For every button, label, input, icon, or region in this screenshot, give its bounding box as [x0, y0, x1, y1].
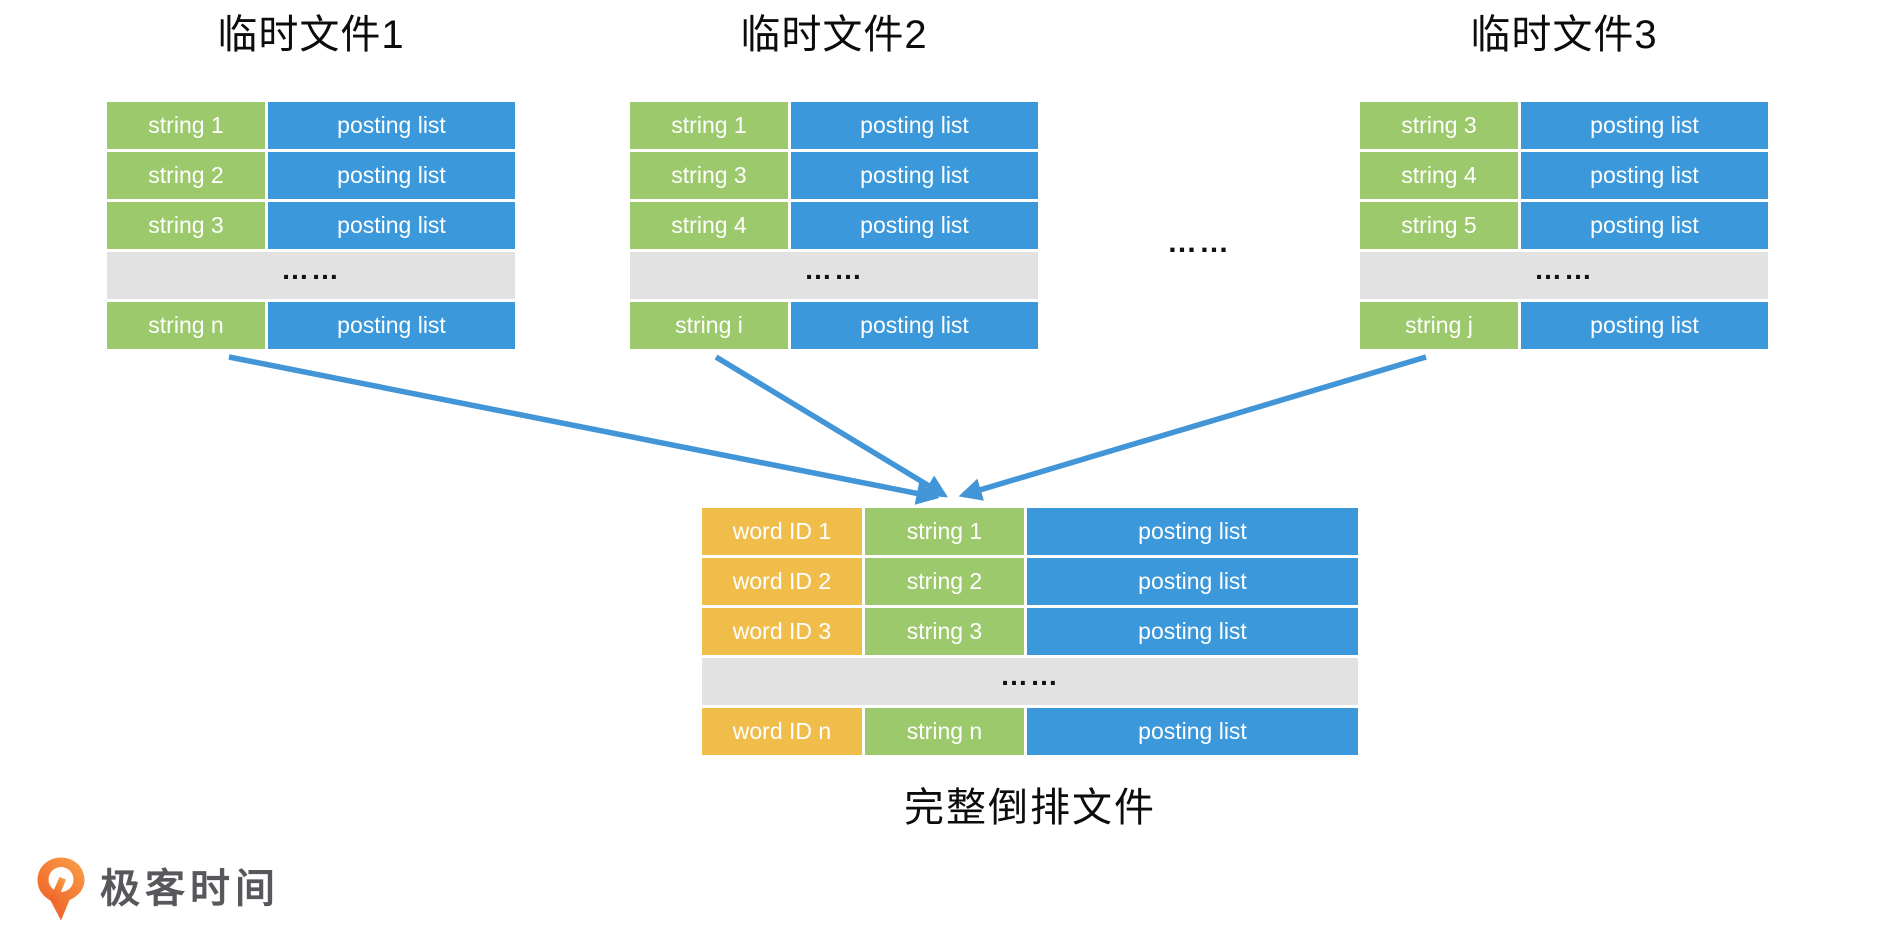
merge-arrow-2	[714, 354, 948, 498]
posting-list-cell: posting list	[1027, 608, 1358, 655]
table-row: string 5 posting list	[1360, 202, 1768, 249]
word-id-cell: word ID 1	[702, 508, 862, 555]
posting-list-cell: posting list	[791, 202, 1038, 249]
posting-list-cell: posting list	[1521, 202, 1768, 249]
posting-list-cell: posting list	[268, 102, 515, 149]
geektime-logo: 极客时间	[36, 856, 280, 922]
posting-list-cell: posting list	[791, 102, 1038, 149]
table-row: string i posting list	[630, 302, 1038, 349]
string-cell: string 2	[107, 152, 265, 199]
table-row: string 2 posting list	[107, 152, 515, 199]
temp-file-3: 临时文件3 string 3 posting list string 4 pos…	[1360, 10, 1768, 352]
ellipsis-text: ……	[804, 253, 864, 285]
posting-list-cell: posting list	[268, 202, 515, 249]
posting-list-cell: posting list	[1027, 708, 1358, 755]
temp-file-1: 临时文件1 string 1 posting list string 2 pos…	[107, 10, 515, 352]
merge-arrow-1	[228, 354, 940, 505]
posting-list-cell: posting list	[1521, 102, 1768, 149]
between-files-ellipsis: ……	[1167, 226, 1231, 259]
temp-file-3-title: 临时文件3	[1470, 13, 1658, 57]
merge-arrow-3	[958, 354, 1427, 501]
string-cell: string 3	[630, 152, 788, 199]
merged-file: word ID 1 string 1 posting list word ID …	[702, 508, 1358, 833]
word-id-cell: word ID 2	[702, 558, 862, 605]
string-cell: string 1	[107, 102, 265, 149]
string-cell: string 4	[630, 202, 788, 249]
temp-file-1-title: 临时文件1	[217, 13, 405, 57]
table-row: word ID 2 string 2 posting list	[702, 558, 1358, 605]
posting-list-cell: posting list	[1521, 302, 1768, 349]
table-row: string 3 posting list	[630, 152, 1038, 199]
geektime-logo-text: 极客时间	[100, 867, 280, 911]
string-cell: string 3	[107, 202, 265, 249]
table-row: string 1 posting list	[630, 102, 1038, 149]
table-row: string 4 posting list	[630, 202, 1038, 249]
ellipsis-row: ……	[630, 252, 1038, 299]
table-row: string n posting list	[107, 302, 515, 349]
posting-list-cell: posting list	[1027, 508, 1358, 555]
posting-list-cell: posting list	[791, 302, 1038, 349]
posting-list-cell: posting list	[791, 152, 1038, 199]
table-row: string 1 posting list	[107, 102, 515, 149]
word-id-cell: word ID n	[702, 708, 862, 755]
ellipsis-row: ……	[1360, 252, 1768, 299]
posting-list-cell: posting list	[1521, 152, 1768, 199]
ellipsis-text: ……	[281, 253, 341, 285]
table-row: word ID n string n posting list	[702, 708, 1358, 755]
string-cell: string i	[630, 302, 788, 349]
posting-list-cell: posting list	[268, 152, 515, 199]
posting-list-cell: posting list	[1027, 558, 1358, 605]
string-cell: string 3	[1360, 102, 1518, 149]
table-row: string 3 posting list	[1360, 102, 1768, 149]
string-cell: string n	[865, 708, 1024, 755]
table-row: word ID 3 string 3 posting list	[702, 608, 1358, 655]
ellipsis-text: ……	[1534, 253, 1594, 285]
ellipsis-text: ……	[1000, 659, 1060, 691]
merged-file-caption: 完整倒排文件	[904, 786, 1156, 830]
table-row: string 3 posting list	[107, 202, 515, 249]
geektime-pin-icon	[37, 857, 85, 921]
string-cell: string 1	[865, 508, 1024, 555]
string-cell: string 3	[865, 608, 1024, 655]
ellipsis-row: ……	[702, 658, 1358, 705]
table-row: string 4 posting list	[1360, 152, 1768, 199]
table-row: word ID 1 string 1 posting list	[702, 508, 1358, 555]
string-cell: string n	[107, 302, 265, 349]
table-row: string j posting list	[1360, 302, 1768, 349]
posting-list-cell: posting list	[268, 302, 515, 349]
string-cell: string j	[1360, 302, 1518, 349]
string-cell: string 1	[630, 102, 788, 149]
temp-file-2-title: 临时文件2	[740, 13, 928, 57]
string-cell: string 2	[865, 558, 1024, 605]
string-cell: string 4	[1360, 152, 1518, 199]
word-id-cell: word ID 3	[702, 608, 862, 655]
temp-file-2: 临时文件2 string 1 posting list string 3 pos…	[630, 10, 1038, 352]
string-cell: string 5	[1360, 202, 1518, 249]
ellipsis-row: ……	[107, 252, 515, 299]
